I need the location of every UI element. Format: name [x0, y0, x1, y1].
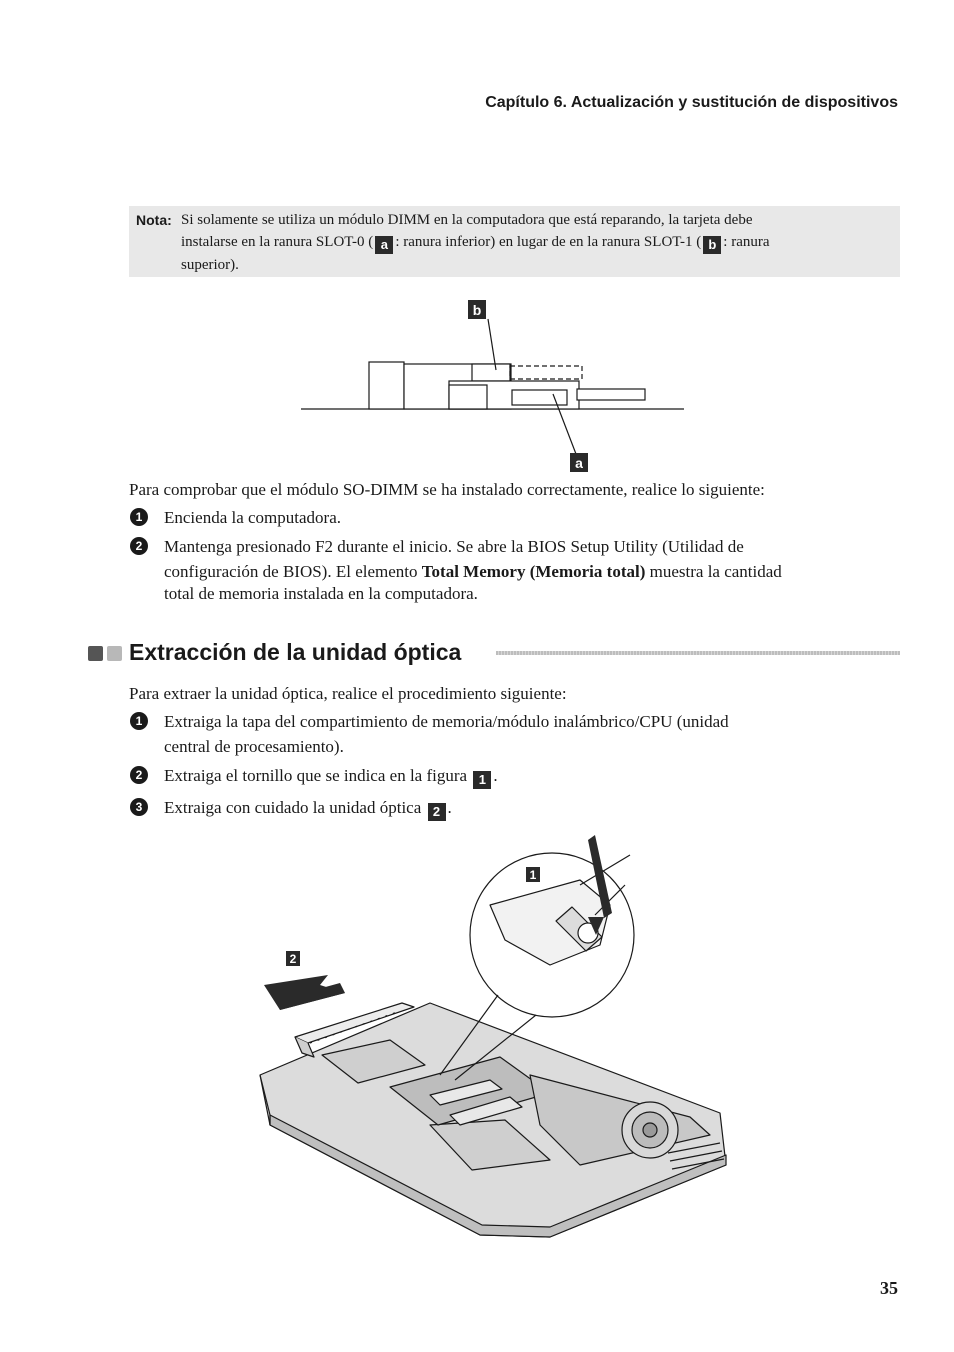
note-line-2a: instalarse en la ranura SLOT-0 (	[181, 234, 374, 250]
note-line-2b: : ranura inferior) en lugar de en la ran…	[395, 234, 702, 250]
check-step-1-text: Encienda la computadora.	[164, 508, 342, 527]
section-step-3-text-b: .	[447, 798, 452, 817]
section-step-3-text: Extraiga con cuidado la unidad óptica 2.	[164, 795, 452, 821]
note-label: Nota:	[136, 212, 172, 228]
section-intro: Para extraer la unidad óptica, realice e…	[129, 684, 567, 703]
callout-1: 1	[530, 868, 537, 882]
note-line-1: Si solamente se utiliza un módulo DIMM e…	[181, 212, 753, 228]
section-step-1-text: Extraiga la tapa del compartimiento de m…	[164, 709, 729, 759]
check-step-2-number: 2	[130, 537, 148, 555]
section-step-2-number: 2	[130, 766, 148, 784]
check-step-2-line-2b: muestra la cantidad	[645, 562, 782, 581]
heading-square-light	[107, 646, 122, 661]
slot-b-label: b	[473, 302, 482, 318]
section-step-3-number: 3	[130, 798, 148, 816]
note-line-3: superior).	[181, 257, 239, 273]
laptop-optical-drive-illustration: 1 2	[259, 835, 727, 1238]
check-step-2-line-2a: configuración de BIOS). El elemento	[164, 562, 422, 581]
memory-slot-diagram: b a	[301, 300, 684, 472]
running-header: Capítulo 6. Actualización y sustitución …	[485, 94, 898, 111]
check-step-1-number: 1	[130, 508, 148, 526]
figure-badge-2: 2	[427, 803, 446, 821]
section-step-2-text-a: Extraiga el tornillo que se indica en la…	[164, 766, 472, 785]
section-step-1-line-1: Extraiga la tapa del compartimiento de m…	[164, 712, 729, 731]
section-step-1-number: 1	[130, 712, 148, 730]
page-number: 35	[880, 1278, 898, 1298]
note-line-2c: : ranura	[723, 234, 770, 250]
figure-badge-1: 1	[473, 771, 492, 789]
section-step-2-text-b: .	[493, 766, 498, 785]
note-text: Si solamente se utiliza un módulo DIMM e…	[181, 209, 892, 276]
heading-square-dark	[88, 646, 103, 661]
badge-b: b	[703, 236, 722, 254]
section-heading: Extracción de la unidad óptica	[129, 639, 462, 665]
section-step-1-line-2: central de procesamiento).	[164, 737, 344, 756]
check-intro: Para comprobar que el módulo SO-DIMM se …	[129, 480, 765, 499]
check-step-2-text: Mantenga presionado F2 durante el inicio…	[164, 534, 782, 606]
badge-a: a	[375, 236, 394, 254]
callout-2: 2	[290, 952, 297, 966]
check-step-2-line-2: configuración de BIOS). El elemento Tota…	[164, 559, 782, 584]
slot-a-label: a	[575, 455, 583, 471]
check-step-2-line-3: total de memoria instalada en la computa…	[164, 584, 478, 603]
section-step-3-text-a: Extraiga con cuidado la unidad óptica	[164, 798, 426, 817]
total-memory-term: Total Memory (Memoria total)	[421, 562, 646, 581]
section-step-2-text: Extraiga el tornillo que se indica en la…	[164, 763, 498, 789]
note-line-2: instalarse en la ranura SLOT-0 (a: ranur…	[181, 231, 892, 254]
check-step-2-line-1: Mantenga presionado F2 durante el inicio…	[164, 537, 744, 556]
note-box: Nota: Si solamente se utiliza un módulo …	[129, 206, 900, 277]
heading-rule	[496, 651, 900, 655]
